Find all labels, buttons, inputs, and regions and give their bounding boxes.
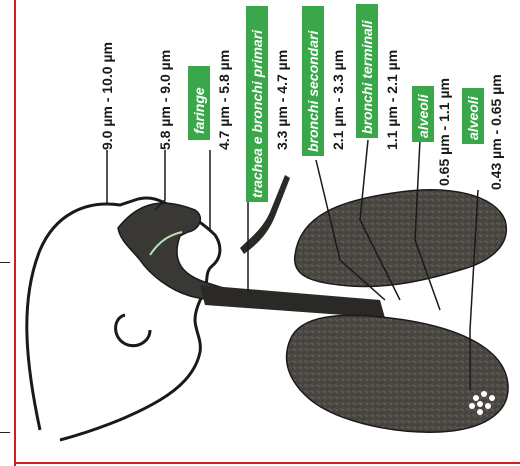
label-group-6: bronchi terminali 1.1 µm - 2.1 µm xyxy=(356,4,400,150)
lung-lower xyxy=(286,315,508,432)
region-label-alveoli-2: alveoli xyxy=(465,95,481,140)
region-label-bronchi-secondari: bronchi secondari xyxy=(305,30,321,152)
size-label-7: 0.65 µm - 1.1 µm xyxy=(436,78,452,186)
label-group-5: bronchi secondari 2.1 µm - 3.3 µm xyxy=(302,6,346,156)
label-group-1: 9.0 µm - 10.0 µm xyxy=(99,42,115,150)
size-label-5: 2.1 µm - 3.3 µm xyxy=(330,50,346,150)
size-label-6: 1.1 µm - 2.1 µm xyxy=(384,50,400,150)
size-label-8: 0.43 µm - 0.65 µm xyxy=(488,74,504,190)
region-label-trachea: trachea e bronchi primari xyxy=(249,29,265,198)
region-label-faringe: faringe xyxy=(191,87,207,134)
label-group-4: trachea e bronchi primari 3.3 µm - 4.7 µ… xyxy=(246,6,290,202)
size-label-4: 3.3 µm - 4.7 µm xyxy=(274,50,290,150)
region-label-alveoli-1: alveoli xyxy=(415,93,431,138)
size-label-3: 4.7 µm - 5.8 µm xyxy=(216,50,232,150)
region-label-bronchi-terminali: bronchi terminali xyxy=(359,19,375,134)
size-label-1: 9.0 µm - 10.0 µm xyxy=(99,42,115,150)
label-group-3: faringe 4.7 µm - 5.8 µm xyxy=(188,50,232,150)
trachea xyxy=(200,285,385,318)
nasal-cavity xyxy=(118,203,240,301)
label-group-8: alveoli 0.43 µm - 0.65 µm xyxy=(462,74,504,190)
size-label-2: 5.8 µm - 9.0 µm xyxy=(157,50,173,150)
ear-outline xyxy=(116,315,150,346)
label-group-2: 5.8 µm - 9.0 µm xyxy=(157,50,173,150)
